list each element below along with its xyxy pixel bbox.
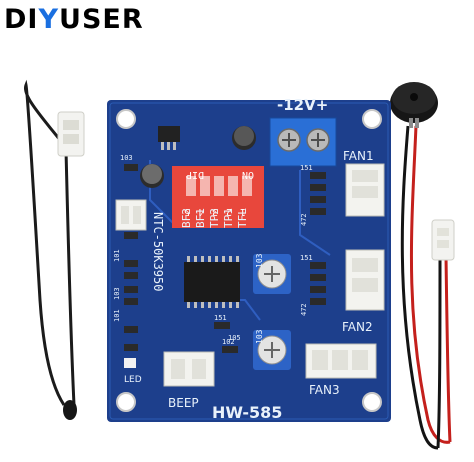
- dip-fn-bf2: BF2: [180, 208, 193, 228]
- dip-fn-bf1: BF1: [194, 208, 207, 228]
- brand-logo: DIYUSER: [4, 4, 144, 35]
- dip-on-label: ON: [242, 169, 254, 180]
- buzzer-assembly: [390, 82, 455, 450]
- dip-number-1: 5: [184, 206, 190, 217]
- resistor-code: 101: [113, 309, 121, 322]
- dip-number-3: 3: [212, 206, 218, 217]
- resistor-code: 101: [113, 249, 121, 262]
- pcb-board: [107, 100, 391, 422]
- resistor-code: 103: [113, 287, 121, 300]
- beep-label: BEEP: [168, 396, 199, 410]
- resistor-code: 151: [300, 254, 313, 262]
- dip-fn-tp2: TP2: [208, 208, 221, 228]
- resistor-code: 105: [228, 334, 241, 342]
- resistor-code: 151: [214, 314, 227, 322]
- resistor-code: 151: [300, 164, 313, 172]
- fan1-label: FAN1: [343, 149, 374, 163]
- resistor-code: 103: [120, 154, 133, 162]
- dip-number-4: 2: [226, 206, 232, 217]
- dip-number-2: 4: [198, 206, 204, 217]
- dip-fn-tfl: TFL: [236, 208, 249, 228]
- resistor-code: 102: [222, 338, 235, 346]
- led-label: LED: [124, 375, 142, 385]
- thermistor-probe: [23, 79, 85, 420]
- pot1-label: 103: [255, 253, 264, 268]
- dip-label: DIP: [186, 169, 204, 180]
- model-label: HW-585: [212, 403, 282, 422]
- fan3-label: FAN3: [309, 383, 340, 397]
- dip-fn-tp1: TP1: [222, 208, 235, 228]
- pot2-label: 103: [255, 329, 264, 344]
- power-label: -12V+: [277, 96, 328, 114]
- dip-number-5: 1: [240, 206, 246, 217]
- sensor-label: NTC-50K3950: [151, 212, 165, 291]
- resistor-code: 472: [300, 213, 308, 226]
- fan2-label: FAN2: [342, 320, 373, 334]
- resistor-code: 472: [300, 303, 308, 316]
